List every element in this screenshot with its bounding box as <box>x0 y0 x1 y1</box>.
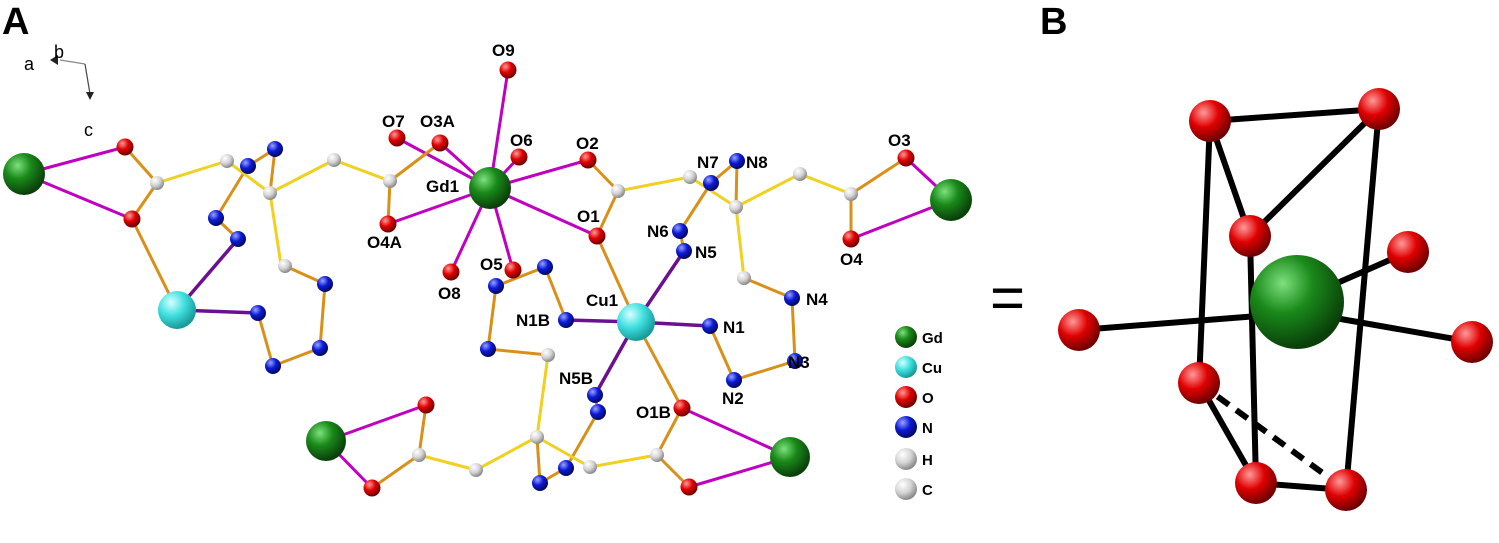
axis-label-a: a <box>24 54 35 74</box>
label-n3: N3 <box>788 353 810 372</box>
label-o1b: O1B <box>636 403 671 422</box>
label-n8: N8 <box>746 153 768 172</box>
label-o5: O5 <box>480 255 503 274</box>
legend-swatch-gd <box>895 326 917 348</box>
oxygen-atoms <box>116 61 915 497</box>
legend-label-n: N <box>922 420 933 437</box>
label-n5b: N5B <box>559 369 593 388</box>
label-gd1: Gd1 <box>426 177 459 196</box>
axis-indicator: a b c <box>24 42 94 140</box>
coordination-polyhedron <box>1058 88 1493 511</box>
label-n6: N6 <box>647 222 669 241</box>
legend-item-c: C <box>895 478 933 500</box>
label-n1b: N1B <box>516 311 550 330</box>
atom-gd1 <box>469 167 511 209</box>
atom-cu-left <box>158 291 196 329</box>
label-o4a: O4A <box>367 233 402 252</box>
label-cu1: Cu1 <box>586 291 618 310</box>
atom-gd-bottom-left <box>306 421 346 461</box>
legend-swatch-cu <box>895 356 917 378</box>
legend-label-gd: Gd <box>922 330 943 347</box>
panel-label-a: A <box>2 1 29 43</box>
label-o9: O9 <box>492 41 515 60</box>
legend-label-o: O <box>922 390 934 407</box>
legend-swatch-n <box>895 416 917 438</box>
legend-item-n: N <box>895 416 933 438</box>
legend-label-cu: Cu <box>922 360 942 377</box>
nitrogen-atoms <box>208 141 803 491</box>
legend-item-h: H <box>895 448 933 470</box>
atom-cu1 <box>617 303 655 341</box>
label-o2: O2 <box>576 134 599 153</box>
label-n1: N1 <box>723 318 745 337</box>
legend: Gd Cu O N H C <box>895 326 943 500</box>
polyhedron-oxygens <box>1058 88 1493 511</box>
label-n7: N7 <box>697 153 719 172</box>
bonds <box>22 68 953 490</box>
label-o6: O6 <box>510 131 533 150</box>
legend-swatch-o <box>895 386 917 408</box>
legend-swatch-c <box>895 478 917 500</box>
atom-gd-right <box>930 179 972 221</box>
legend-item-cu: Cu <box>895 356 942 378</box>
label-o4: O4 <box>840 250 863 269</box>
polyhedron-gd-center <box>1250 255 1344 349</box>
atom-labels: O9 O7 O3A O6 O2 Gd1 O4A O1 O5 O8 N7 N8 N… <box>367 41 911 422</box>
label-o3a: O3A <box>420 112 455 131</box>
atoms <box>3 61 972 497</box>
equals-sign: = <box>990 264 1025 331</box>
legend-label-h: H <box>922 452 933 469</box>
label-o8: O8 <box>438 284 461 303</box>
atom-gd-bottom-right <box>770 437 810 477</box>
label-n2: N2 <box>722 389 744 408</box>
atom-gd-left <box>3 153 45 195</box>
axis-label-b: b <box>54 42 64 62</box>
dashed-edge <box>1197 380 1348 493</box>
label-o1: O1 <box>577 207 600 226</box>
label-n5: N5 <box>695 243 717 262</box>
label-o3: O3 <box>888 131 911 150</box>
carbon-atoms <box>150 153 858 477</box>
panel-label-b: B <box>1040 1 1067 43</box>
label-o7: O7 <box>382 112 405 131</box>
legend-label-c: C <box>922 482 933 499</box>
legend-item-gd: Gd <box>895 326 943 348</box>
carbon-bonds <box>155 158 853 472</box>
legend-swatch-h <box>895 448 917 470</box>
polyhedron-edges <box>1076 106 1475 493</box>
axis-label-c: c <box>84 120 93 140</box>
legend-item-o: O <box>895 386 934 408</box>
label-n4: N4 <box>806 290 828 309</box>
